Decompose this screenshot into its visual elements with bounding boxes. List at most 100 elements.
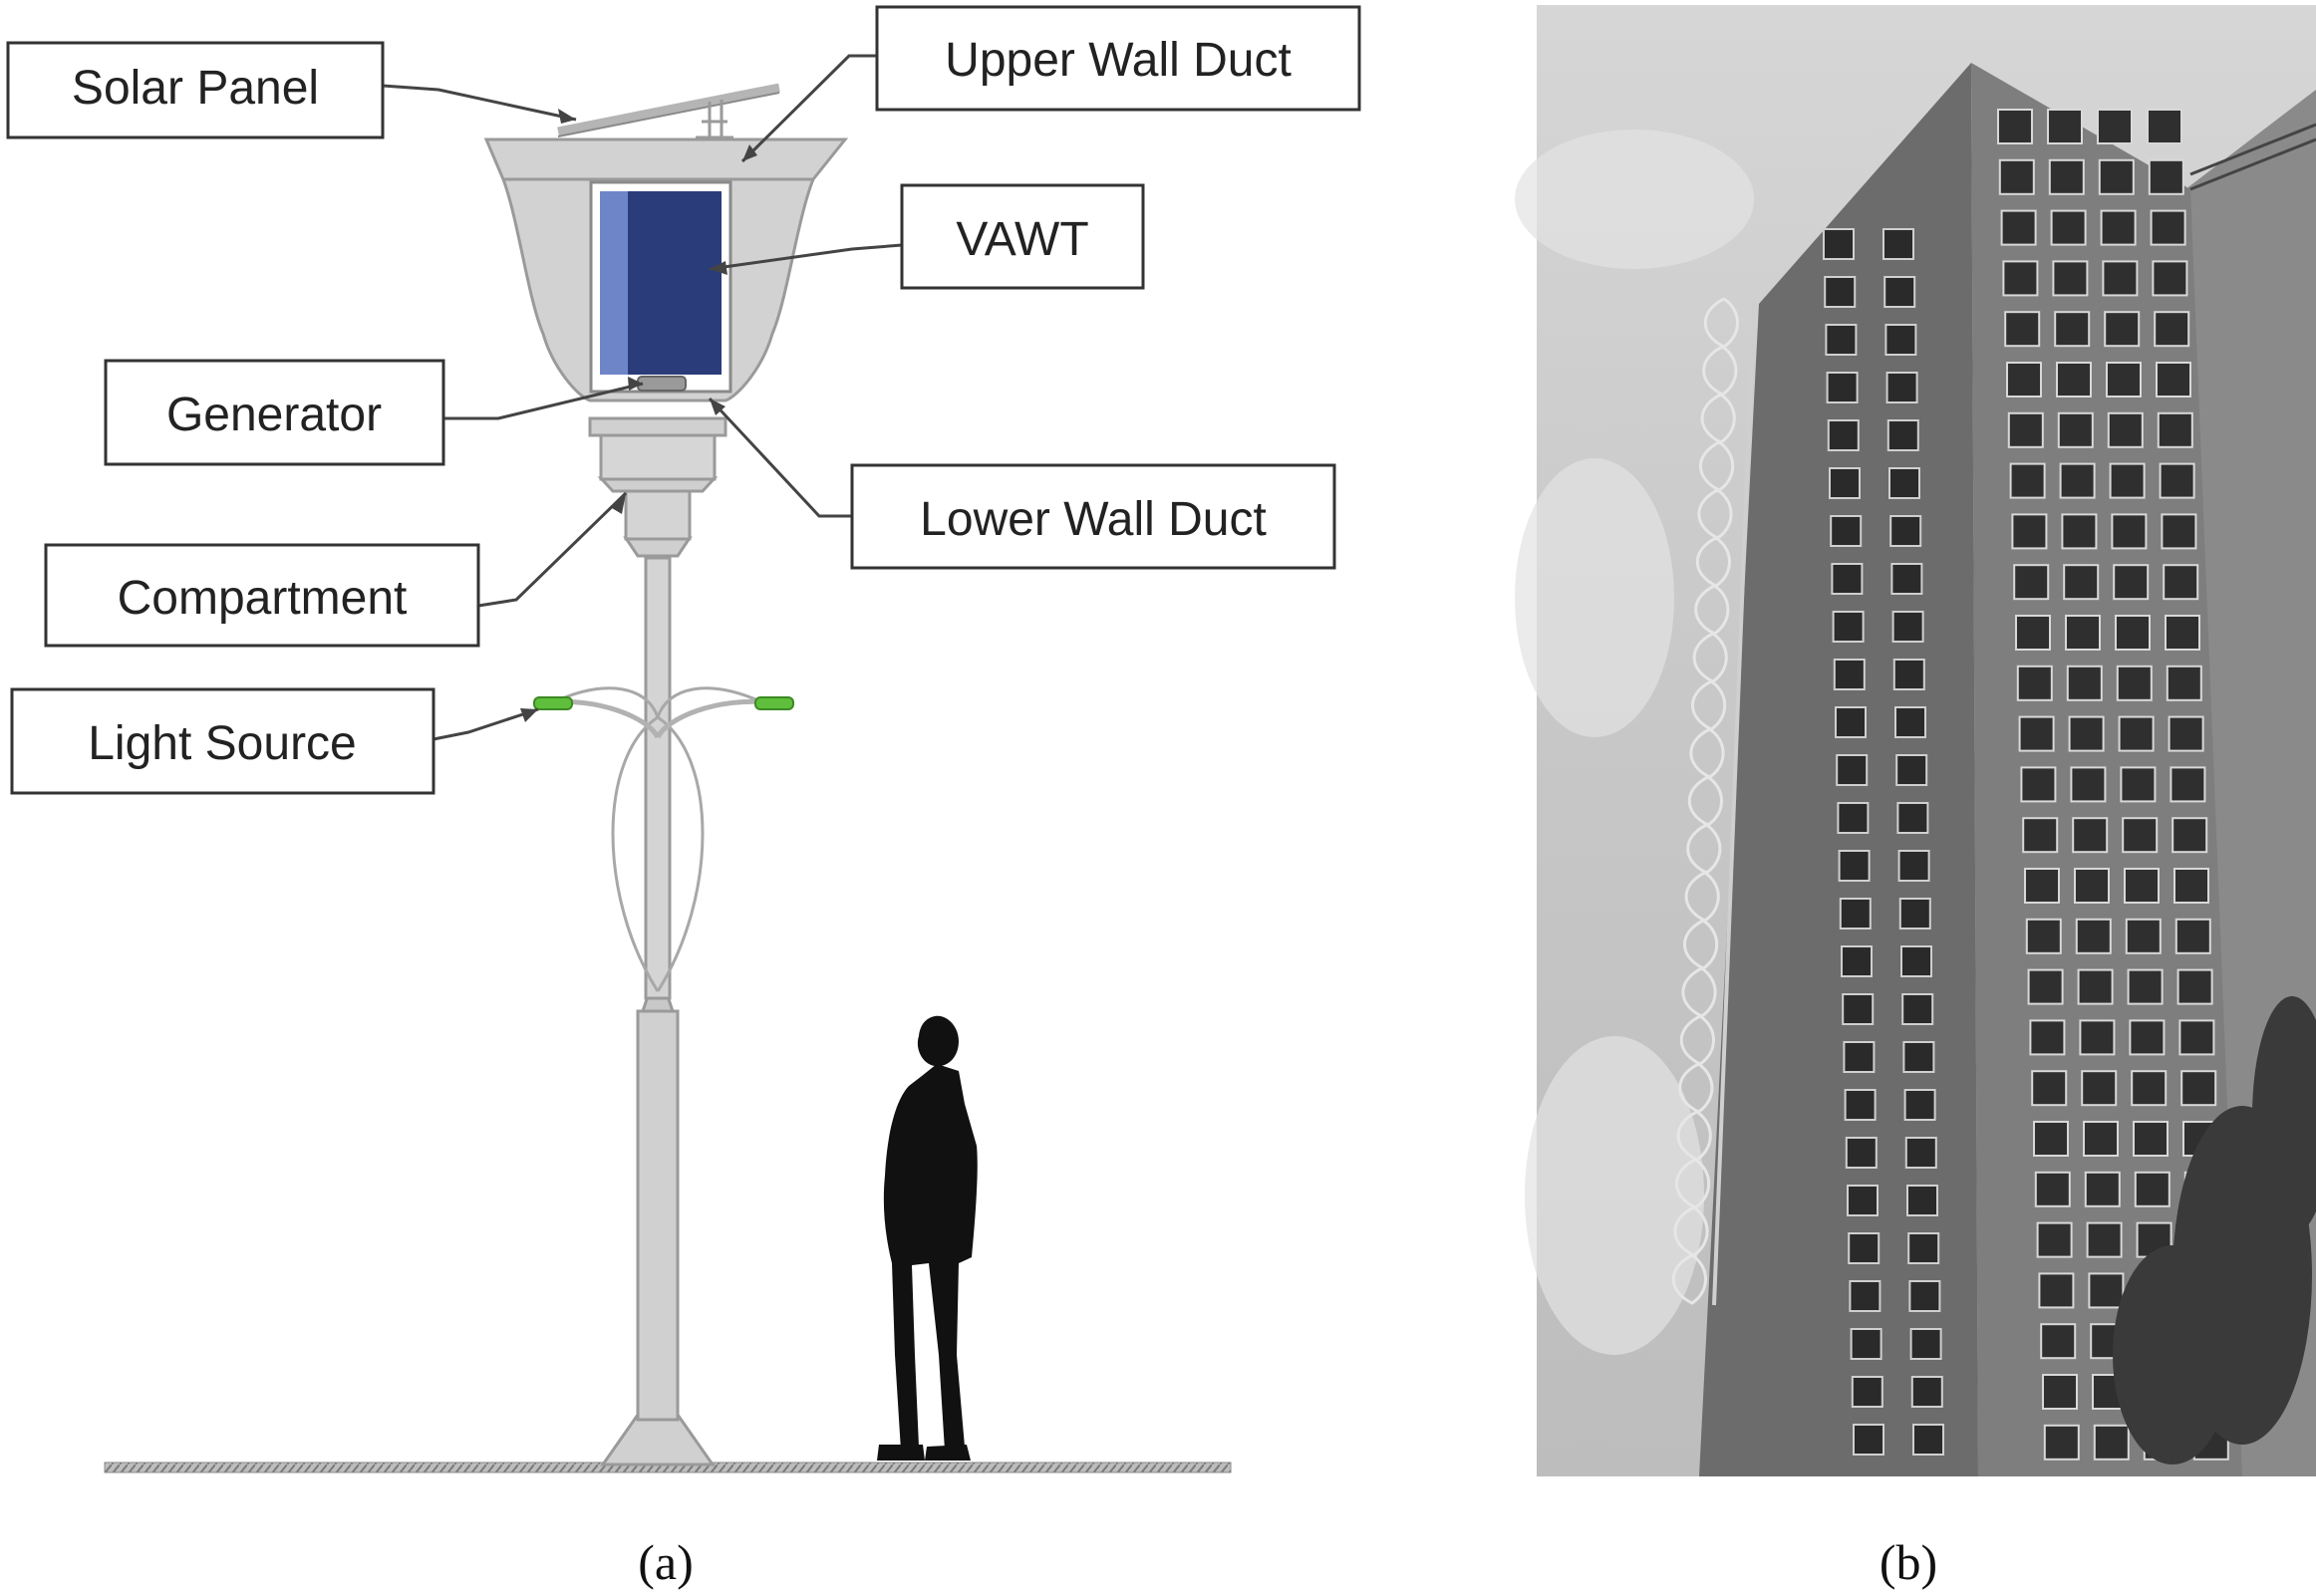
window — [2022, 817, 2059, 854]
window — [2107, 411, 2144, 448]
window — [2013, 564, 2050, 601]
callout-compartment-label: Compartment — [118, 572, 408, 625]
diagram-a: Solar Panel Upper Wall Duct VAWT Generat… — [6, 5, 1361, 1590]
window — [2004, 311, 2041, 348]
callout-lower-wall-duct: Lower Wall Duct — [850, 463, 1336, 570]
window — [2083, 1121, 2119, 1157]
window — [1835, 706, 1867, 738]
photo-tree — [2113, 996, 2316, 1464]
window — [2124, 868, 2160, 904]
window — [1895, 754, 1928, 786]
window — [1838, 850, 1871, 882]
window — [2038, 1272, 2075, 1309]
window — [2034, 1171, 2071, 1207]
window — [1884, 324, 1917, 356]
window — [1902, 1041, 1935, 1073]
window — [1836, 754, 1869, 786]
leader-compartment — [477, 491, 628, 608]
vawt-blade-light — [600, 191, 630, 375]
window — [1888, 467, 1920, 499]
window — [1890, 563, 1923, 595]
window — [1833, 659, 1866, 690]
window — [1897, 850, 1930, 882]
callout-upper-wall-duct: Upper Wall Duct — [875, 5, 1361, 112]
window — [2088, 1272, 2125, 1309]
turbine-mast — [1712, 298, 1756, 1306]
callout-generator: Generator — [104, 359, 445, 466]
window — [2066, 665, 2103, 701]
window — [2024, 868, 2060, 904]
window — [2178, 1019, 2215, 1056]
window — [2050, 209, 2087, 246]
leader-solar-panel — [382, 84, 577, 122]
window — [1907, 1232, 1940, 1264]
window — [2020, 766, 2057, 803]
window — [2002, 260, 2039, 297]
window — [2047, 109, 2083, 144]
window — [2006, 362, 2042, 398]
windows-left-face — [1823, 228, 1944, 1456]
window — [2161, 513, 2197, 550]
window — [2157, 411, 2193, 448]
window — [2052, 260, 2089, 297]
window — [2147, 109, 2182, 144]
window — [2068, 715, 2105, 752]
caption-b: (b) — [1880, 1534, 1937, 1590]
window — [2043, 1424, 2080, 1461]
window — [2070, 766, 2107, 803]
window — [1844, 1089, 1877, 1121]
window — [2133, 1121, 2169, 1157]
window — [2115, 615, 2151, 651]
window — [2009, 462, 2046, 499]
window — [2173, 868, 2209, 904]
compartment-taper — [623, 536, 693, 558]
window — [1824, 276, 1857, 308]
window — [2111, 513, 2148, 550]
window — [1848, 1232, 1881, 1264]
window — [1885, 372, 1918, 403]
window — [2098, 158, 2135, 195]
window — [2065, 615, 2101, 651]
vawt-blade-dark — [628, 191, 722, 375]
callout-solar-panel: Solar Panel — [6, 41, 385, 139]
window — [1853, 1424, 1884, 1456]
window — [2093, 1424, 2130, 1461]
window — [1837, 802, 1870, 834]
window — [2156, 362, 2191, 398]
window — [1883, 276, 1916, 308]
window — [1843, 1041, 1876, 1073]
window — [2180, 1070, 2217, 1107]
window — [2104, 311, 2141, 348]
window — [2018, 715, 2055, 752]
window — [2040, 1323, 2077, 1360]
callout-vawt: VAWT — [900, 183, 1145, 290]
window — [2029, 1019, 2066, 1056]
window — [2109, 462, 2146, 499]
window — [2097, 109, 2133, 144]
window — [1830, 515, 1863, 547]
window — [1912, 1424, 1944, 1456]
window — [1910, 1376, 1943, 1408]
callout-generator-label: Generator — [166, 389, 382, 441]
callout-vawt-label: VAWT — [956, 213, 1088, 266]
pole-base — [600, 1413, 716, 1466]
window — [2074, 868, 2110, 904]
window — [2036, 1221, 2073, 1258]
callout-light-source: Light Source — [10, 687, 435, 795]
window — [2131, 1070, 2168, 1107]
window — [1832, 611, 1865, 643]
window — [2015, 615, 2051, 651]
callout-solar-panel-label: Solar Panel — [72, 62, 319, 115]
window — [1842, 993, 1875, 1025]
window — [1903, 1089, 1936, 1121]
person-silhouette — [877, 1015, 978, 1461]
window — [2056, 362, 2092, 398]
window — [2174, 918, 2211, 954]
window — [2048, 158, 2085, 195]
solar-panel — [557, 83, 780, 136]
compartment-upper — [599, 432, 717, 481]
pole-lower — [636, 1009, 680, 1422]
window — [2081, 1070, 2118, 1107]
window — [2077, 968, 2114, 1005]
solar-panel-edge — [557, 92, 780, 137]
